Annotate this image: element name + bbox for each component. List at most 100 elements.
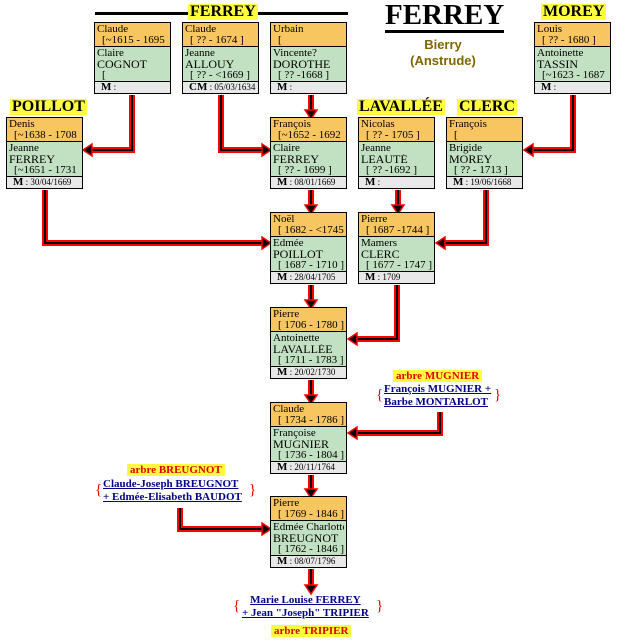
husband[interactable]: Pierre [ 1706 - 1780 ]	[271, 308, 346, 332]
husband[interactable]: Claude [ 1734 - 1786 ]	[271, 403, 346, 427]
wife-surname: CLERC	[361, 249, 400, 260]
family-label-ferrey: FERREY	[188, 3, 258, 20]
wife-surname: ALLOUY	[185, 59, 235, 70]
wife[interactable]: Mamers CLERC [ 1677 - 1747 ]	[359, 237, 434, 271]
arrow-line	[533, 95, 574, 151]
couple-box[interactable]: Urbain [ Vincente? DOROTHE [ ?? -1668 ] …	[270, 22, 347, 94]
husband[interactable]: Nicolas [ ?? - 1705 ]	[359, 118, 434, 142]
brace-right: }	[376, 598, 384, 614]
wife[interactable]: Edmée POILLOT [ 1687 - 1710 ]	[271, 237, 346, 271]
wife[interactable]: Edmée Charlotte BREUGNOT [ 1762 - 1846 ]	[271, 521, 346, 555]
husband[interactable]: Louis [ ?? - 1680 ]	[535, 23, 610, 47]
couple-box[interactable]: François [ Brigide MOREY [ ?? - 1713 ] M…	[446, 117, 523, 189]
wife[interactable]: Antoinette TASSIN [~1623 - 1687 ]	[535, 47, 610, 81]
husband-name: Louis	[537, 24, 563, 35]
husband-dates: [~1652 - 1692 ]	[278, 130, 344, 141]
couple-box[interactable]: Claude [ 1734 - 1786 ] Françoise MUGNIER…	[270, 402, 347, 474]
couple-box[interactable]: Louis [ ?? - 1680 ] Antoinette TASSIN [~…	[534, 22, 611, 94]
husband[interactable]: Noël [ 1682 - <1745 ]	[271, 213, 346, 237]
arrow-line	[44, 190, 262, 244]
arrowhead-icon	[261, 235, 273, 251]
marriage-date: : 08/01/1669	[289, 177, 336, 187]
wife[interactable]: Antoinette LAVALLÉE [ 1711 - 1783 ]	[271, 332, 346, 366]
couple-box[interactable]: Claude [ ?? - 1674 ] Jeanne ALLOUY [ ?? …	[182, 22, 259, 94]
place-name: Bierry	[424, 37, 462, 52]
couple-box[interactable]: Claude [~1615 - 1695 ] Claire COGNOT [ M…	[94, 22, 171, 94]
husband[interactable]: Pierre [ 1769 - 1846 ]	[271, 497, 346, 521]
wife-first-name: Jeanne	[361, 143, 391, 154]
link-claude-joseph-breugnot[interactable]: Claude-Joseph BREUGNOT	[103, 478, 239, 490]
arrow-line	[92, 95, 133, 151]
husband[interactable]: Claude [ ?? - 1674 ]	[183, 23, 258, 47]
arrowhead-icon	[81, 142, 93, 158]
marriage-label: M	[365, 271, 376, 283]
wife-first-name: Antoinette	[273, 333, 320, 344]
wife-first-name: Brigide	[449, 143, 482, 154]
arrow-line	[218, 95, 262, 153]
wife[interactable]: Jeanne LEAUTÉ [ ?? -1692 ]	[359, 142, 434, 176]
marriage: M :	[271, 81, 346, 93]
husband-dates: [~1638 - 1708 ]	[14, 130, 80, 141]
wife[interactable]: Françoise MUGNIER [ 1736 - 1804 ]	[271, 427, 346, 461]
wife-first-name: Jeanne	[185, 48, 215, 59]
brace-left: {	[376, 387, 384, 403]
arrow-line	[357, 412, 443, 436]
wife-surname: BREUGNOT	[273, 533, 339, 544]
husband[interactable]: François [	[447, 118, 522, 142]
husband-dates: [ 1687 -1744 ]	[366, 225, 430, 236]
wife-dates: [~1623 - 1687 ]	[542, 70, 608, 81]
marriage-label: M	[277, 271, 288, 283]
husband-dates: [ 1682 - <1745 ]	[278, 225, 344, 236]
wife[interactable]: Claire COGNOT [	[95, 47, 170, 81]
mugnier-couple: François MUGNIER + Barbe MONTARLOT	[384, 383, 491, 409]
couple-box[interactable]: Pierre [ 1769 - 1846 ] Edmée Charlotte B…	[270, 496, 347, 568]
husband[interactable]: Pierre [ 1687 -1744 ]	[359, 213, 434, 237]
arrowhead-icon	[303, 488, 319, 500]
couple-box[interactable]: Denis [~1638 - 1708 ] Jeanne FERREY [~16…	[6, 117, 83, 189]
brace-right: }	[249, 482, 257, 498]
husband[interactable]: Urbain [	[271, 23, 346, 47]
wife-surname: DOROTHE	[273, 59, 331, 70]
wife-surname: COGNOT	[97, 59, 147, 70]
wife-first-name: Françoise	[273, 428, 316, 439]
link-marie-louise-ferrey[interactable]: Marie Louise FERREY	[250, 594, 361, 606]
husband-dates: [ ?? - 1674 ]	[190, 35, 244, 46]
arrow-line	[357, 285, 398, 340]
wife[interactable]: Vincente? DOROTHE [ ?? -1668 ]	[271, 47, 346, 81]
wife[interactable]: Jeanne ALLOUY [ ?? - <1669 ]	[183, 47, 258, 81]
husband[interactable]: François [~1652 - 1692 ]	[271, 118, 346, 142]
wife-dates: [ 1711 - 1783 ]	[278, 355, 344, 366]
wife-dates: [ 1736 - 1804 ]	[278, 450, 344, 461]
tree-link-mugnier[interactable]: arbre MUGNIER	[393, 370, 483, 382]
wife[interactable]: Brigide MOREY [ ?? - 1713 ]	[447, 142, 522, 176]
marriage: M : 1709	[359, 271, 434, 283]
wife-surname: LEAUTÉ	[361, 154, 408, 165]
husband-dates: [ ?? - 1705 ]	[366, 130, 420, 141]
arrow-line	[179, 508, 262, 530]
couple-box[interactable]: Noël [ 1682 - <1745 ] Edmée POILLOT [ 16…	[270, 212, 347, 284]
marriage-date: : 05/03/1634	[209, 82, 256, 92]
wife[interactable]: Jeanne FERREY [~1651 - 1731 ]	[7, 142, 82, 176]
link-barbe-montarlot[interactable]: Barbe MONTARLOT	[384, 396, 488, 408]
marriage-label: CM	[189, 81, 208, 93]
family-label-poillot: POILLOT	[10, 98, 87, 115]
link-jean-joseph-tripier[interactable]: + Jean "Joseph" TRIPIER	[242, 607, 369, 619]
parish-name: (Anstrude)	[410, 53, 476, 68]
couple-box[interactable]: Pierre [ 1706 - 1780 ] Antoinette LAVALL…	[270, 307, 347, 379]
wife[interactable]: Claire FERREY [ ?? - 1699 ]	[271, 142, 346, 176]
marriage-date: :	[377, 177, 381, 187]
wife-surname: LAVALLÉE	[273, 344, 333, 355]
marriage-date: : 20/02/1730	[289, 367, 336, 377]
husband[interactable]: Denis [~1638 - 1708 ]	[7, 118, 82, 142]
link-francois-mugnier[interactable]: François MUGNIER +	[384, 383, 492, 395]
brace-right: }	[494, 387, 502, 403]
couple-box[interactable]: François [~1652 - 1692 ] Claire FERREY […	[270, 117, 347, 189]
husband-name: François	[449, 119, 487, 130]
couple-box[interactable]: Pierre [ 1687 -1744 ] Mamers CLERC [ 167…	[358, 212, 435, 284]
tree-link-tripier[interactable]: arbre TRIPIER	[271, 625, 352, 637]
husband[interactable]: Claude [~1615 - 1695 ]	[95, 23, 170, 47]
link-edmee-elisabeth-baudot[interactable]: + Edmée-Elisabeth BAUDOT	[103, 491, 242, 503]
tree-link-breugnot[interactable]: arbre BREUGNOT	[127, 464, 225, 476]
couple-box[interactable]: Nicolas [ ?? - 1705 ] Jeanne LEAUTÉ [ ??…	[358, 117, 435, 189]
wife-surname: MOREY	[449, 154, 493, 165]
